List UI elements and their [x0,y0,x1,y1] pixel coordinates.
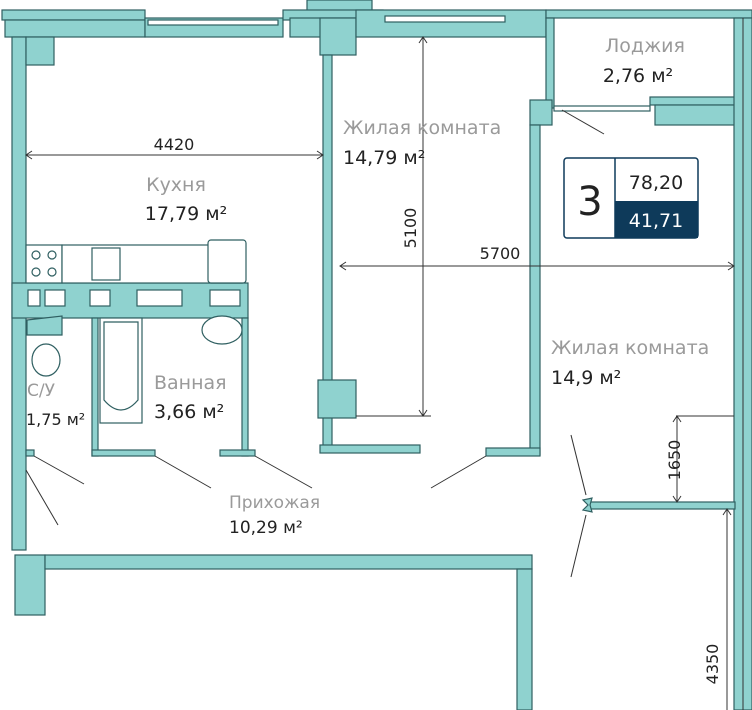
apartment-badge: 3 78,20 41,71 [563,157,699,239]
bathroom-name: Ванная [154,372,227,394]
toilet-icon [31,343,61,377]
total-area: 78,20 [629,172,683,194]
living-room-2-name: Жилая комната [551,337,709,359]
bathroom-area: 3,66 м² [154,401,224,423]
wc-name: С/У [27,381,56,401]
dimension-4350: 4350 [703,644,722,685]
hallway-name: Прихожая [229,493,320,513]
doors [25,109,605,578]
living-room-1-name: Жилая комната [343,117,501,139]
kitchen-area: 17,79 м² [145,203,227,225]
dimension-4420: 4420 [154,135,195,154]
kitchen-name: Кухня [146,174,206,196]
sink-icon [91,247,121,281]
dimension-lines [25,36,735,710]
living-room-2-area: 14,9 м² [551,367,621,389]
loggia-area: 2,76 м² [603,65,673,87]
wc-area: 1,75 м² [26,410,85,429]
fixtures [25,239,247,424]
loggia-name: Лоджия [605,35,685,57]
room-count: 3 [577,179,602,225]
dimension-1650: 1650 [665,440,684,481]
hallway-area: 10,29 м² [229,518,303,538]
living-area: 41,71 [629,210,683,232]
living-room-1-area: 14,79 м² [343,147,425,169]
washbasin-icon [201,315,243,345]
dimension-5100: 5100 [401,208,420,249]
dimension-5700: 5700 [480,244,521,263]
stove-icon [207,239,247,284]
